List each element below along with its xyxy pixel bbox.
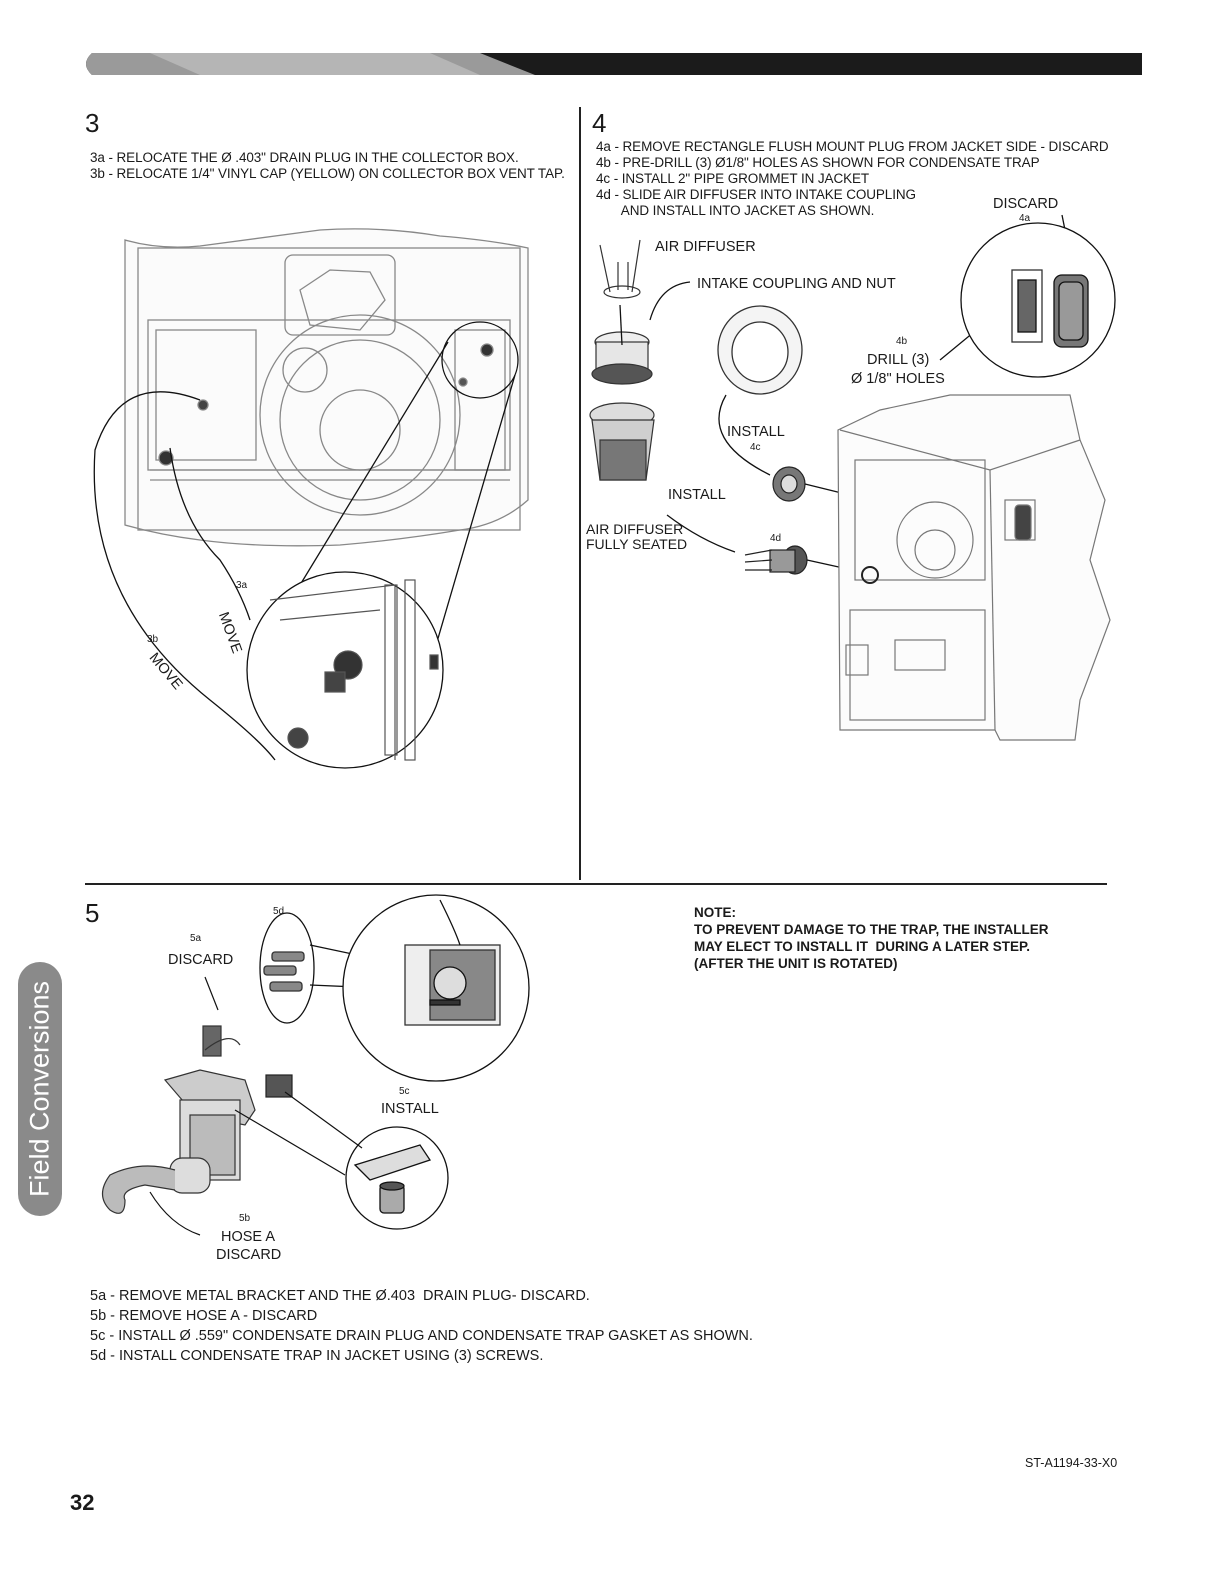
step5-discard-label: DISCARD (168, 952, 234, 968)
header-bar (86, 53, 1142, 75)
step4-air-diffuser (599, 239, 641, 299)
step4-install-label-1: INSTALL (727, 424, 785, 440)
page-number: 32 (70, 1490, 95, 1515)
step5-main-trap (101, 1025, 293, 1214)
step5-instructions: 5a - REMOVE METAL BRACKET AND THE Ø.403 … (90, 1288, 753, 1364)
step5-hose-discard-label: DISCARD (216, 1247, 282, 1263)
step5-label-5d: 5d (273, 906, 285, 917)
step3-label-3a: 3a (236, 580, 248, 591)
step4-instructions: 4a - REMOVE RECTANGLE FLUSH MOUNT PLUG F… (596, 139, 1109, 218)
step5-leader-lines (149, 976, 363, 1236)
step4-label-4c: 4c (750, 442, 761, 453)
doc-code: ST-A1194-33-X0 (1025, 1456, 1118, 1470)
step4-grommet-small (772, 466, 806, 502)
side-tab-label: Field Conversions (24, 980, 55, 1198)
step3-detail-zoom (269, 579, 439, 761)
step5-hose-a-label: HOSE A (221, 1229, 275, 1245)
step4-install-label-2: INSTALL (668, 487, 726, 503)
step5-number: 5 (85, 898, 100, 928)
step3-label-3b: 3b (147, 634, 159, 645)
step5-trap-zoom (342, 894, 530, 1082)
step5-gasket-zoom (345, 1126, 449, 1230)
step4-grommet-large (717, 305, 803, 395)
step3-number: 3 (85, 108, 100, 138)
step3-furnace-illustration (124, 228, 529, 547)
step4-number: 4 (592, 108, 607, 138)
step4-discard-zoom (960, 222, 1116, 378)
step5-label-5a: 5a (190, 933, 202, 944)
step4-intake-coupling-label: INTAKE COUPLING AND NUT (697, 276, 896, 292)
step4-drill-label: DRILL (3) (867, 352, 930, 368)
step4-label-4a: 4a (1019, 213, 1031, 224)
step4-air-diffuser-label: AIR DIFFUSER (655, 239, 756, 255)
step4-intake-coupling (589, 331, 655, 481)
step3-instructions: 3a - RELOCATE THE Ø .403" DRAIN PLUG IN … (90, 150, 565, 181)
step4-label-4d: 4d (770, 533, 782, 544)
step5-label-5c: 5c (399, 1086, 410, 1097)
step5-label-5b: 5b (239, 1213, 251, 1224)
side-tab: Field Conversions (18, 962, 62, 1216)
step4-air-diffuser-seated-label: AIR DIFFUSER FULLY SEATED (586, 521, 688, 552)
step5-install-label: INSTALL (381, 1101, 439, 1117)
step4-label-4b: 4b (896, 336, 908, 347)
step4-discard-label: DISCARD (993, 196, 1059, 212)
step4-holes-label: Ø 1/8" HOLES (851, 371, 945, 387)
step4-diffuser-assembled (744, 545, 808, 575)
step5-note: NOTE: TO PREVENT DAMAGE TO THE TRAP, THE… (694, 905, 1049, 971)
step4-furnace (837, 394, 1111, 741)
